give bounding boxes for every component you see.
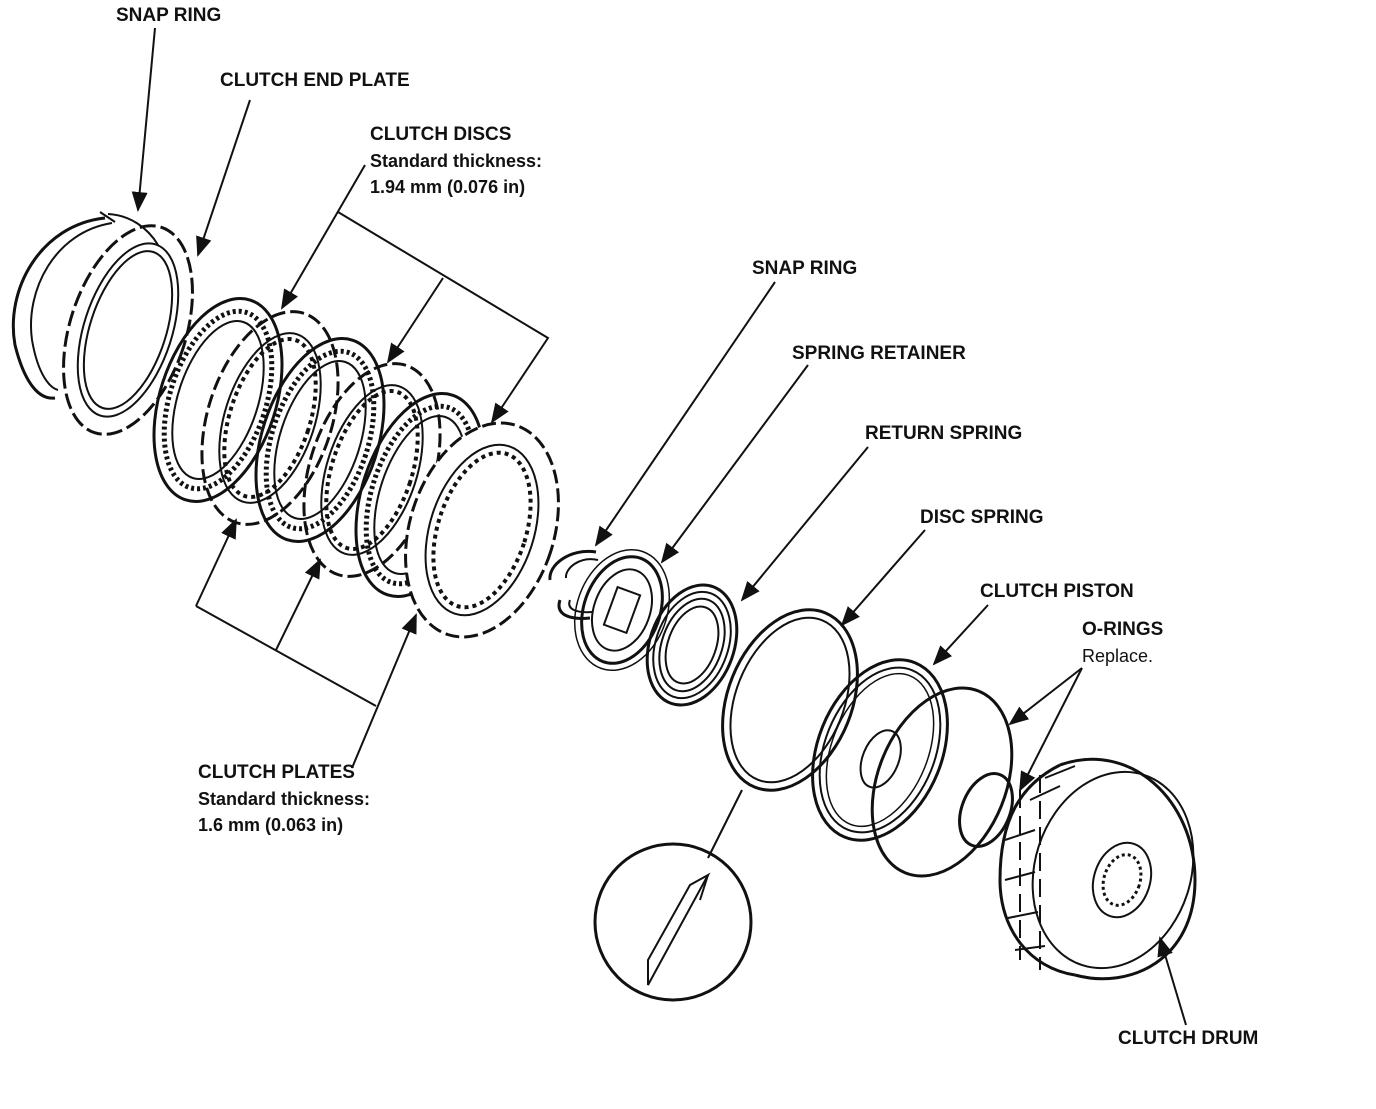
clutch-end-plate xyxy=(39,209,216,450)
label-o-rings: O-RINGS Replace. xyxy=(1082,619,1164,666)
return-spring xyxy=(631,572,752,717)
label-spring-retainer: SPRING RETAINER xyxy=(792,343,966,364)
label-return-spring: RETURN SPRING xyxy=(865,423,1023,444)
clutch-drum xyxy=(1000,751,1218,989)
clutch-disc-1 xyxy=(130,282,305,518)
o-ring-large xyxy=(846,667,1038,897)
leader-snap-ring-mid xyxy=(594,282,775,547)
o-ring-small xyxy=(950,766,1023,854)
bracket-discs-mid xyxy=(386,278,443,364)
label-clutch-plates: CLUTCH PLATES Standard thickness: 1.6 mm… xyxy=(198,762,371,835)
leader-clutch-drum xyxy=(1157,936,1186,1025)
clutch-piston xyxy=(787,640,972,861)
leader-clutch-end-plate xyxy=(196,100,250,257)
snap-ring-outer xyxy=(13,212,158,398)
clutch-plate-3 xyxy=(380,403,585,657)
label-clutch-end-plate: CLUTCH END PLATE xyxy=(220,70,410,91)
leader-o-ring-small xyxy=(1019,668,1082,792)
disc-spring-detail xyxy=(595,844,751,1000)
label-clutch-piston: CLUTCH PISTON xyxy=(980,581,1134,602)
label-clutch-discs: CLUTCH DISCS Standard thickness: 1.94 mm… xyxy=(370,124,543,197)
leader-clutch-plates xyxy=(352,613,416,768)
label-snap-ring-top: SNAP RING xyxy=(116,5,222,26)
bracket-plates-mid xyxy=(276,558,320,650)
leader-o-ring-large xyxy=(1008,668,1082,726)
clutch-pack xyxy=(130,282,584,657)
label-clutch-drum: CLUTCH DRUM xyxy=(1118,1028,1259,1049)
leader-snap-ring-top xyxy=(131,28,155,212)
spring-retainer xyxy=(559,536,686,683)
clutch-disc-2 xyxy=(232,322,407,558)
leader-clutch-discs xyxy=(280,165,365,310)
bracket-discs-right xyxy=(338,212,548,424)
bracket-plates-bottom xyxy=(196,606,376,706)
bracket-plates-left xyxy=(196,518,236,606)
snap-ring-inner xyxy=(550,551,598,618)
label-disc-spring: DISC SPRING xyxy=(920,507,1044,528)
leader-clutch-piston xyxy=(932,605,988,666)
leader-lines xyxy=(131,28,1186,1025)
label-snap-ring-mid: SNAP RING xyxy=(752,258,858,279)
leader-spring-retainer xyxy=(660,365,808,564)
leader-return-spring xyxy=(740,447,868,602)
leader-disc-spring xyxy=(840,530,925,627)
leader-detail xyxy=(708,790,742,858)
